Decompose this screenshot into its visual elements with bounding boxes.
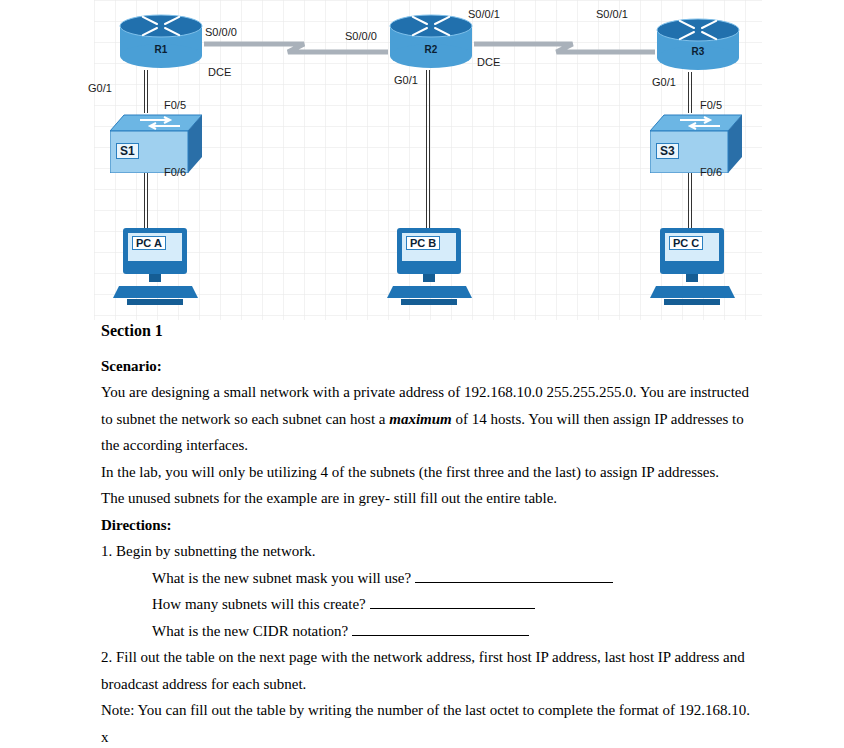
link-connector [689,173,692,228]
ethernet-link [691,173,692,228]
ethernet-link [147,173,148,228]
device-name: S1 [116,143,139,159]
switch-node: S1 [110,113,202,173]
serial-link [474,44,655,52]
body-text: What is the new subnet mask you will use… [152,570,411,586]
device-name: PC A [132,236,166,250]
interface-label: G0/1 [88,82,112,95]
device-name: PC C [669,236,703,250]
link-connector [689,72,692,113]
body-text: Note: You can fill out the table by writ… [101,702,750,745]
text-row: The unused subnets for the example are i… [101,485,751,512]
subheading: Scenario: [101,358,162,374]
text-row: What is the new CIDR notation? [101,618,751,645]
topology: R1R2R3S1S3PC APC BPC CS0/0/0DCEG0/1F0/5F… [0,0,844,320]
text-row: 1. Begin by subnetting the network. [101,538,751,565]
ethernet-link [429,70,430,228]
body-text: 2. Fill out the table on the next page w… [101,649,745,692]
interface-label: G0/1 [394,74,418,87]
link-connector [474,44,655,52]
text-row: Section 1 [101,318,751,345]
serial-link [204,44,388,52]
body-text: In the lab, you will only be utilizing 4… [101,464,719,480]
link-connector [145,173,148,228]
body-text: 1. Begin by subnetting the network. [101,543,316,559]
link-connector [145,70,148,113]
interface-label: G0/1 [652,76,676,89]
router-icon [118,14,204,70]
interface-label: DCE [477,56,500,69]
interface-label: F0/6 [700,166,722,179]
interface-label: F0/6 [164,166,186,179]
ethernet-link [688,72,689,113]
pc-node: PC C [650,228,735,306]
body-text: The unused subnets for the example are i… [101,490,557,506]
link-connector [204,44,388,52]
answer-blank [370,594,535,609]
text-row: How many subnets will this create? [101,591,751,618]
body-text: How many subnets will this create? [152,596,366,612]
router-icon [388,14,474,70]
interface-label: S0/0/0 [205,26,237,39]
text-row: 2. Fill out the table on the next page w… [101,644,751,697]
device-name: PC B [406,236,440,250]
worksheet-text: Section 1 Scenario: You are designing a sm… [101,318,751,748]
body-text: What is the new CIDR notation? [152,623,348,639]
ethernet-link [691,72,692,113]
text-row: In the lab, you will only be utilizing 4… [101,459,751,486]
router-node: R2 [388,14,474,70]
device-name: R1 [118,44,204,55]
text-row: Scenario: [101,353,751,380]
pc-node: PC B [387,228,472,306]
device-name: R3 [655,46,741,57]
interface-label: F0/5 [700,99,722,112]
pc-node: PC A [113,228,198,306]
answer-blank [352,621,529,636]
interface-label: S0/0/0 [345,30,377,43]
text-row: Note: You can fill out the table by writ… [101,697,751,748]
ethernet-link [426,70,427,228]
ethernet-link [144,70,145,113]
interface-label: DCE [208,66,231,79]
grid-fill [94,0,762,320]
interface-label: S0/0/1 [596,8,628,21]
subheading: Directions: [101,517,172,533]
interface-label: F0/5 [164,99,186,112]
router-icon [655,18,741,72]
body-text: maximum [389,411,452,427]
router-node: R3 [655,18,741,72]
link-connector [427,70,430,228]
text-row: What is the new subnet mask you will use… [101,565,751,592]
text-row: Directions: [101,512,751,539]
section-heading: Section 1 [101,322,163,339]
switch-node: S3 [650,113,742,173]
interface-label: S0/0/1 [468,8,500,21]
device-name: S3 [656,143,679,159]
ethernet-link [147,70,148,113]
device-name: R2 [388,44,474,55]
answer-blank [415,568,613,583]
text-row: You are designing a small network with a… [101,379,751,459]
router-node: R1 [118,14,204,70]
ethernet-link [688,173,689,228]
ethernet-link [144,173,145,228]
